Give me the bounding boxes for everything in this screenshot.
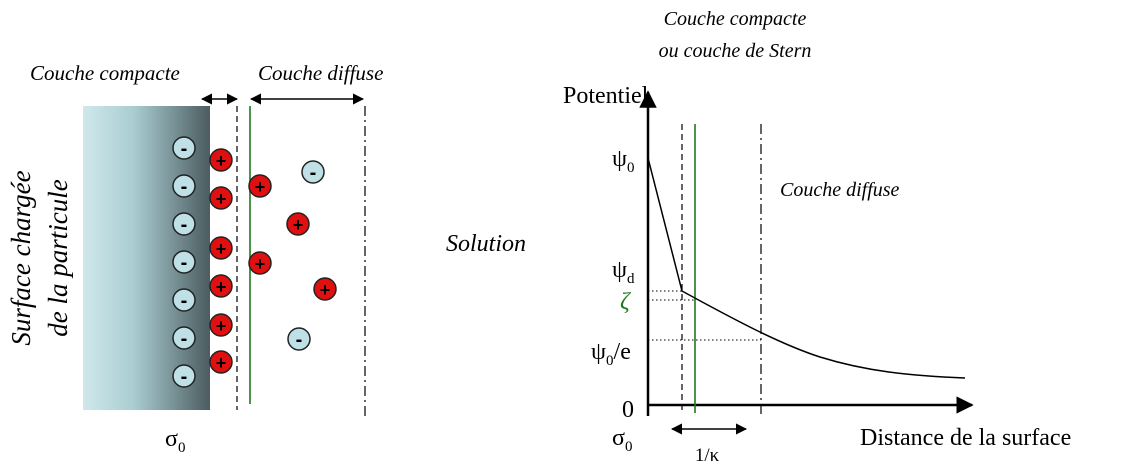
psi-d-label: ψd: [612, 257, 635, 287]
svg-text:-: -: [181, 328, 188, 350]
svg-text:-: -: [296, 329, 303, 351]
svg-text:-: -: [181, 290, 188, 312]
cation: +: [210, 237, 232, 259]
svg-text:+: +: [216, 151, 227, 171]
svg-text:+: +: [216, 316, 227, 336]
psi-zero-over-e-label: ψ0/e: [591, 339, 631, 369]
anion: -: [302, 161, 324, 184]
graph-diffuse-label: Couche diffuse: [780, 179, 900, 201]
debye-length-label: 1/κ: [695, 445, 720, 466]
potential-graph: Couche compacte ou couche de Stern Poten…: [563, 8, 1071, 466]
surface-label-line2: de la particule: [43, 179, 73, 336]
svg-text:+: +: [216, 277, 227, 297]
svg-text:-: -: [181, 214, 188, 236]
graph-sigma-zero-label: σ0: [612, 425, 632, 455]
svg-text:-: -: [181, 366, 188, 388]
label-compact-layer: Couche compacte: [30, 61, 180, 85]
cation: +: [210, 149, 232, 171]
svg-text:-: -: [181, 138, 188, 160]
anion: -: [173, 251, 195, 274]
stern-label-line2: ou couche de Stern: [659, 40, 812, 62]
cation: +: [210, 351, 232, 373]
anion: -: [173, 365, 195, 388]
cation: +: [210, 187, 232, 209]
svg-text:+: +: [216, 189, 227, 209]
svg-text:-: -: [181, 176, 188, 198]
svg-text:+: +: [255, 177, 266, 197]
svg-text:-: -: [181, 252, 188, 274]
svg-text:+: +: [255, 254, 266, 274]
anion: -: [173, 137, 195, 160]
zeta-label: ζ: [620, 289, 632, 315]
y-axis-title: Potentiel: [563, 83, 649, 109]
label-diffuse-layer: Couche diffuse: [258, 61, 383, 85]
sigma-zero-label: σ0: [165, 426, 185, 456]
x-axis-title: Distance de la surface: [860, 425, 1071, 451]
svg-text:+: +: [293, 215, 304, 235]
cation: +: [249, 252, 271, 274]
solution-label: Solution: [446, 231, 526, 257]
svg-text:+: +: [216, 239, 227, 259]
anion: -: [173, 327, 195, 350]
anion: -: [173, 175, 195, 198]
svg-text:+: +: [320, 280, 331, 300]
left-panel: Couche compacte Couche diffuse Surface c…: [6, 61, 383, 456]
psi-zero-label: ψ0: [612, 146, 635, 176]
surface-label-line1: Surface chargée: [6, 170, 36, 345]
cation: +: [210, 275, 232, 297]
cation: +: [314, 278, 336, 300]
anion: -: [173, 289, 195, 312]
cation: +: [287, 213, 309, 235]
svg-text:-: -: [310, 162, 317, 184]
anion: -: [173, 213, 195, 236]
cation: +: [249, 175, 271, 197]
cation: +: [210, 314, 232, 336]
anion: -: [288, 328, 310, 351]
stern-label-line1: Couche compacte: [664, 8, 807, 30]
svg-text:+: +: [216, 353, 227, 373]
zero-label: 0: [622, 397, 634, 423]
